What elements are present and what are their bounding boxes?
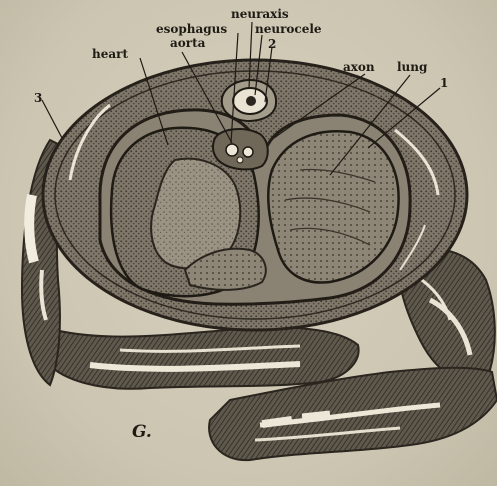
neurocele	[246, 96, 256, 106]
label-heart: heart	[92, 48, 128, 60]
aorta	[226, 144, 238, 156]
label-aorta: aorta	[170, 37, 205, 49]
esophagus	[243, 147, 253, 157]
label-number-1: 1	[440, 77, 448, 89]
label-axon: axon	[343, 61, 375, 73]
label-neurocele: neurocele	[255, 23, 322, 35]
figure-letter: G.	[132, 424, 152, 441]
lower-arm	[45, 328, 359, 389]
label-neuraxis: neuraxis	[231, 8, 289, 20]
label-esophagus: esophagus	[156, 23, 227, 35]
label-number-2: 2	[268, 38, 276, 50]
label-number-3: 3	[34, 92, 42, 104]
label-lung: lung	[397, 61, 427, 73]
